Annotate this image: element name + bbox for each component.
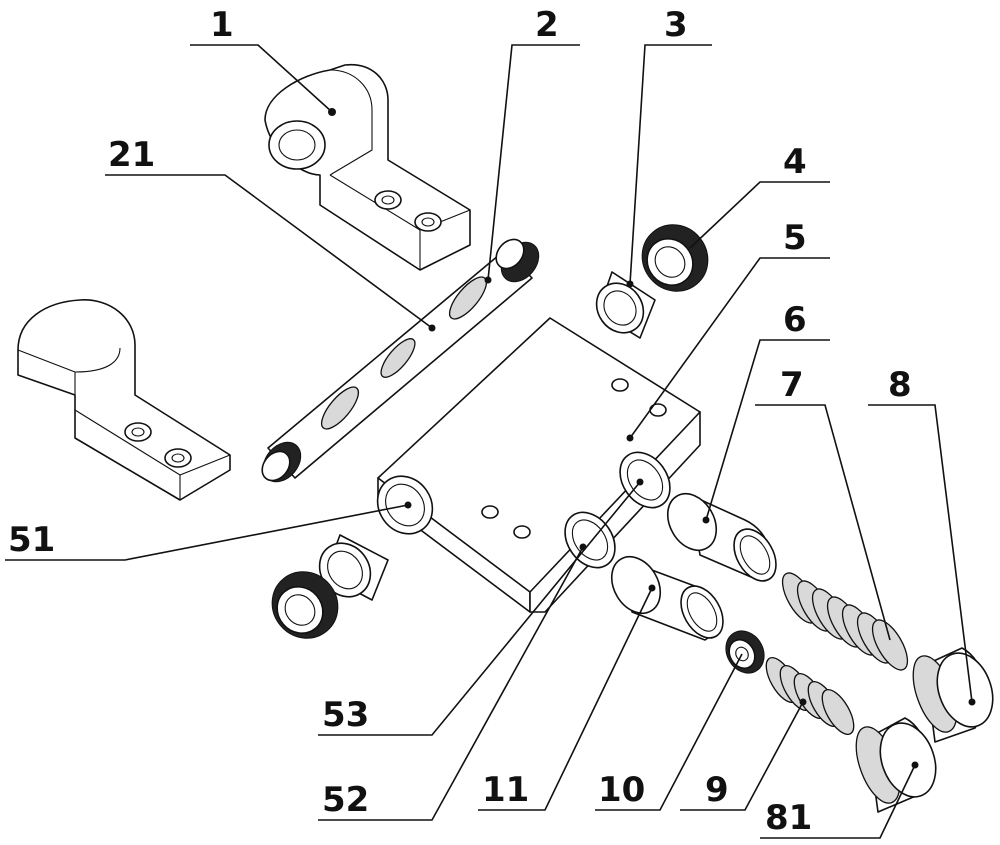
lower-bracket <box>17 299 231 501</box>
lower-nut <box>271 571 339 639</box>
label-53: 53 <box>322 695 369 735</box>
label-9: 9 <box>705 770 729 810</box>
part-11-sleeve <box>610 555 724 641</box>
label-8: 8 <box>888 365 912 405</box>
label-7: 7 <box>780 365 804 405</box>
part-81-plug <box>855 717 937 813</box>
part-2-shaft <box>261 238 540 483</box>
part-labels: 1 2 3 4 5 6 7 8 21 51 53 52 11 10 9 81 <box>8 5 912 838</box>
part-9-spring <box>765 657 855 735</box>
leader-lines <box>5 44 973 839</box>
label-3: 3 <box>664 5 688 45</box>
label-6: 6 <box>783 300 807 340</box>
part-8-plug <box>912 647 994 743</box>
label-51: 51 <box>8 520 55 560</box>
part-7-spring <box>781 572 909 671</box>
label-81: 81 <box>765 798 812 838</box>
label-2: 2 <box>535 5 559 45</box>
part-6-sleeve <box>666 492 777 582</box>
label-52: 52 <box>322 780 369 820</box>
part-10-spool <box>725 630 765 674</box>
part-3-ring <box>595 271 656 339</box>
label-4: 4 <box>783 142 807 182</box>
label-1: 1 <box>210 5 234 45</box>
part-1-upper-bracket <box>264 63 471 271</box>
label-21: 21 <box>108 135 155 175</box>
label-5: 5 <box>783 218 807 258</box>
part-4-nut <box>641 224 709 292</box>
label-11: 11 <box>482 770 529 810</box>
label-10: 10 <box>598 770 645 810</box>
